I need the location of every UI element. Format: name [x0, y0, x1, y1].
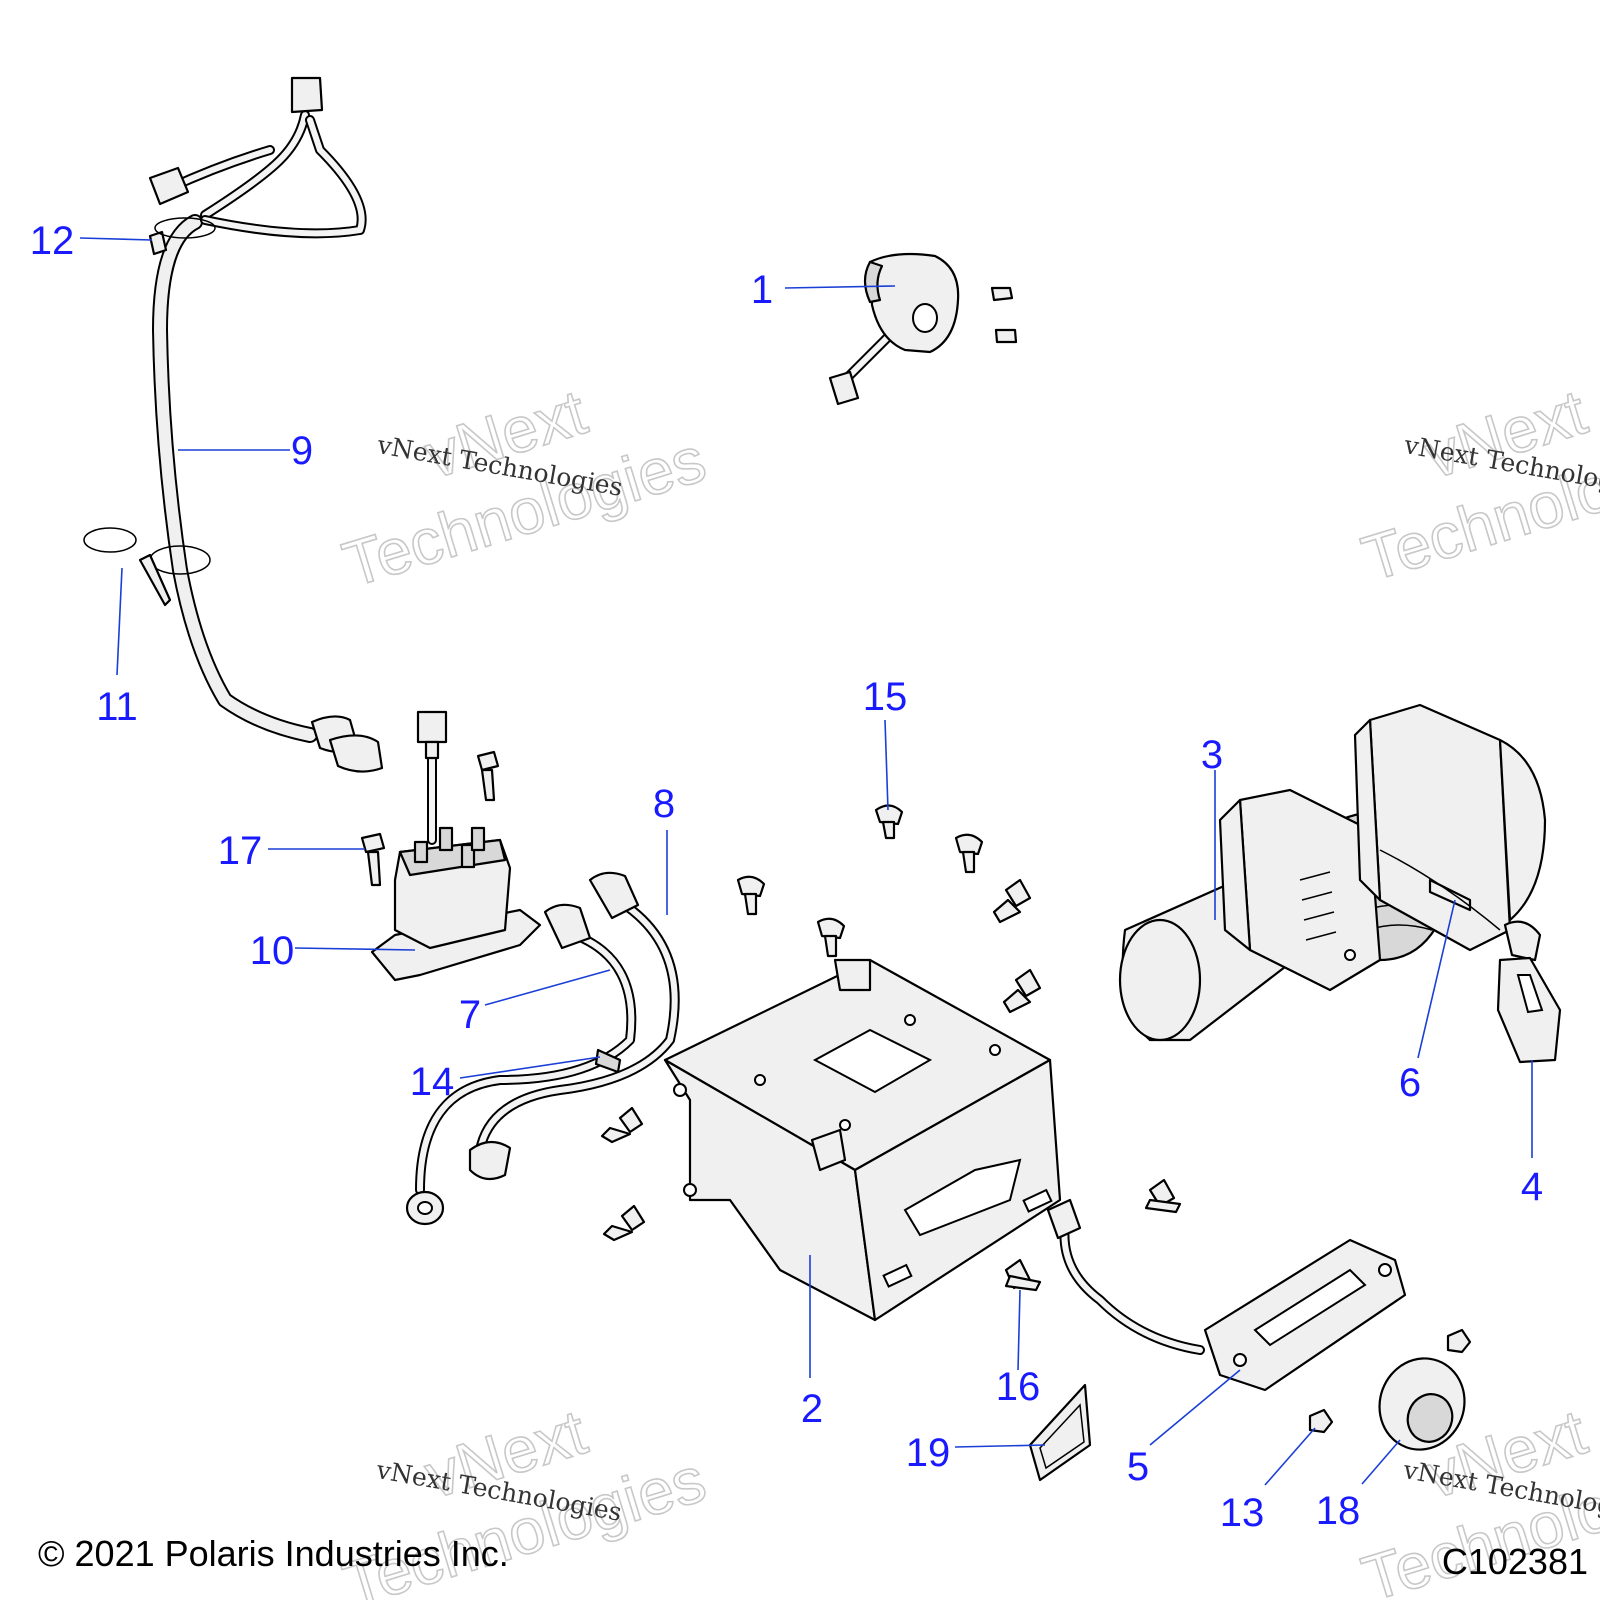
part-18-cap — [1378, 1357, 1466, 1451]
part-16-bolt — [1004, 1258, 1042, 1292]
part-6-rope — [1379, 849, 1501, 931]
leader-lines — [79, 237, 1533, 1486]
part-1-handlebar-switch — [828, 252, 1018, 406]
part-12-clamp — [148, 217, 216, 256]
part-17-bolts — [360, 750, 500, 887]
callout-14: 14 — [410, 1060, 455, 1104]
part-4-hook — [1496, 920, 1562, 1064]
callout-1: 1 — [751, 268, 773, 312]
part-3-winch — [1118, 703, 1547, 1042]
part-19-plate — [1028, 1383, 1092, 1482]
figure-id: C102381 — [1442, 1541, 1588, 1582]
part-9-wire-harness — [148, 76, 384, 773]
callout-3: 3 — [1201, 733, 1223, 777]
part-15-bolts — [600, 804, 1182, 1242]
part-10-contactor — [370, 710, 542, 982]
callout-6: 6 — [1399, 1061, 1421, 1105]
callout-13: 13 — [1220, 1491, 1265, 1535]
callout-17: 17 — [218, 829, 263, 873]
callout-8: 8 — [653, 782, 675, 826]
callout-labels: 1 2 3 4 5 6 7 8 9 10 11 12 13 14 15 16 1… — [30, 219, 1543, 1535]
callout-16: 16 — [996, 1365, 1041, 1409]
callout-2: 2 — [801, 1387, 823, 1431]
callout-11: 11 — [96, 685, 138, 729]
callout-15: 15 — [863, 675, 908, 719]
callout-19: 19 — [906, 1431, 951, 1475]
part-13-nuts — [1308, 1328, 1472, 1434]
copyright-notice: © 2021 Polaris Industries Inc. — [38, 1533, 509, 1574]
callout-18: 18 — [1316, 1489, 1361, 1533]
callout-4: 4 — [1521, 1165, 1543, 1209]
part-2-winch-bracket — [663, 958, 1062, 1322]
part-7-8-battery-cables — [405, 871, 680, 1226]
part-11-cable-tie — [83, 527, 211, 607]
part-5-fairlead — [1046, 1198, 1407, 1392]
callout-12: 12 — [30, 219, 75, 263]
callout-5: 5 — [1127, 1445, 1149, 1489]
callout-9: 9 — [291, 429, 313, 473]
callout-10: 10 — [250, 929, 295, 973]
callout-7: 7 — [459, 993, 481, 1037]
